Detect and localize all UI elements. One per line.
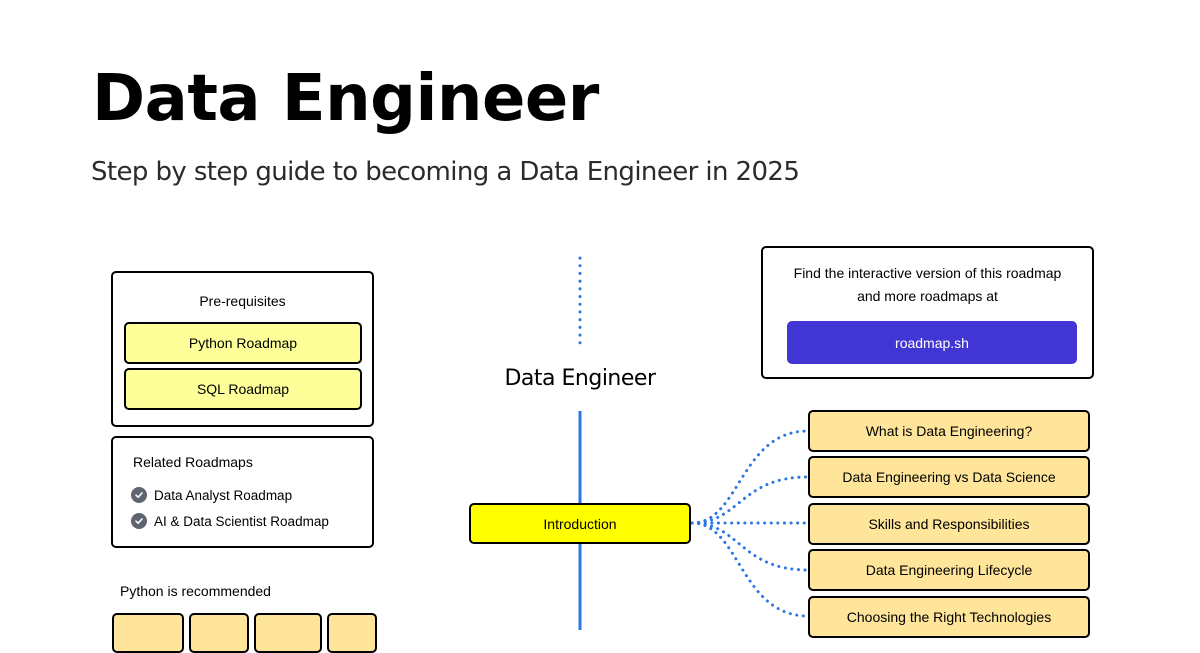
language-box-2[interactable]: [189, 613, 249, 653]
related-item-label: AI & Data Scientist Roadmap: [154, 513, 329, 529]
language-box-3[interactable]: [254, 613, 322, 653]
check-circle-icon: [131, 487, 147, 503]
topic-choosing-technologies[interactable]: Choosing the Right Technologies: [808, 596, 1090, 638]
connector-topic-4: [690, 521, 810, 572]
related-roadmaps-heading: Related Roadmaps: [133, 454, 253, 470]
interactive-version-panel: Find the interactive version of this roa…: [761, 246, 1094, 379]
topic-de-lifecycle[interactable]: Data Engineering Lifecycle: [808, 549, 1090, 591]
page-subtitle: Step by step guide to becoming a Data En…: [91, 157, 800, 187]
promo-text-line-1: Find the interactive version of this roa…: [793, 265, 1062, 281]
promo-text-line-2: and more roadmaps at: [857, 288, 998, 304]
language-recommendation-note: Python is recommended: [120, 583, 271, 599]
topic-de-vs-ds[interactable]: Data Engineering vs Data Science: [808, 456, 1090, 498]
topic-skills-responsibilities[interactable]: Skills and Responsibilities: [808, 503, 1090, 545]
check-circle-icon: [131, 513, 147, 529]
related-item-label: Data Analyst Roadmap: [154, 487, 293, 503]
topic-what-is-data-engineering[interactable]: What is Data Engineering?: [808, 410, 1090, 452]
prerequisites-panel: Pre-requisites Python Roadmap SQL Roadma…: [111, 271, 374, 427]
related-item-data-analyst[interactable]: Data Analyst Roadmap: [131, 487, 292, 503]
page-title: Data Engineer: [92, 62, 599, 136]
language-box-4[interactable]: [327, 613, 377, 653]
connector-topic-2: [690, 475, 810, 525]
connector-topic-1: [690, 429, 810, 525]
roadmap-title: Data Engineer: [504, 366, 656, 391]
related-item-ai-data-scientist[interactable]: AI & Data Scientist Roadmap: [131, 513, 329, 529]
related-roadmaps-panel: Related Roadmaps Data Analyst Roadmap AI…: [111, 436, 374, 548]
prerequisites-heading: Pre-requisites: [199, 293, 286, 309]
language-box-1[interactable]: [112, 613, 184, 653]
connector-topic-5: [690, 521, 810, 618]
python-roadmap-node[interactable]: Python Roadmap: [124, 322, 362, 364]
roadmap-sh-button[interactable]: roadmap.sh: [787, 321, 1077, 364]
introduction-node[interactable]: Introduction: [469, 503, 691, 544]
promo-text: Find the interactive version of this roa…: [763, 262, 1092, 308]
sql-roadmap-node[interactable]: SQL Roadmap: [124, 368, 362, 410]
